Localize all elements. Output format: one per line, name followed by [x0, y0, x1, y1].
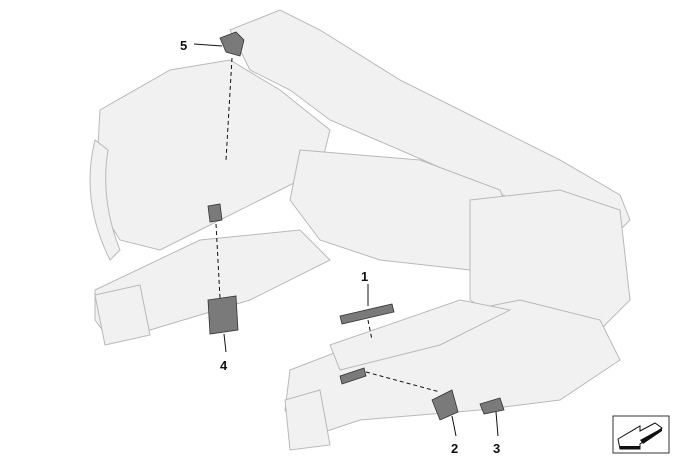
- callout-5[interactable]: 5: [180, 38, 188, 53]
- part-1-bracket[interactable]: [339, 303, 395, 325]
- leader-line-2: [451, 415, 457, 437]
- leader-line-5: [193, 43, 223, 47]
- assembly-line-5: [225, 57, 233, 161]
- part-4-upper-clip[interactable]: [207, 203, 223, 223]
- part-2-bracket[interactable]: [431, 389, 459, 421]
- part-1-lower-bracket[interactable]: [339, 367, 367, 385]
- part-3-bracket[interactable]: [479, 397, 505, 415]
- leader-line-4: [223, 333, 227, 353]
- leader-line-3: [495, 411, 499, 437]
- part-5-bracket[interactable]: [219, 31, 245, 57]
- callout-2[interactable]: 2: [451, 441, 459, 456]
- part-4-bracket[interactable]: [207, 295, 239, 335]
- callout-1[interactable]: 1: [361, 269, 369, 284]
- assembly-line-2: [365, 371, 441, 393]
- front-body-structure: [89, 9, 631, 451]
- assembly-line-4: [215, 223, 221, 299]
- back-arrow-icon[interactable]: [612, 415, 670, 454]
- assembly-line-1: [367, 319, 373, 341]
- callout-3[interactable]: 3: [493, 441, 501, 456]
- callout-4[interactable]: 4: [220, 358, 228, 373]
